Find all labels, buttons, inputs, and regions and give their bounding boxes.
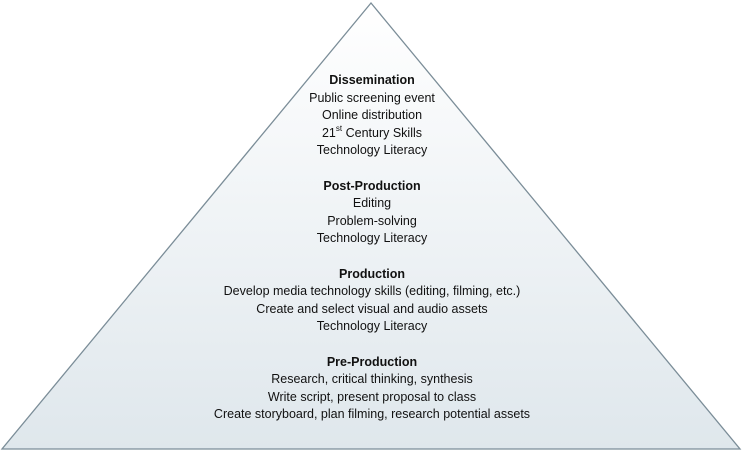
pyramid-text-block: Dissemination Public screening event Onl… bbox=[0, 72, 744, 424]
section-line: Editing bbox=[352, 196, 392, 211]
section-pre-production: Pre-Production Research, critical thinki… bbox=[0, 354, 744, 424]
section-line: Develop media technology skills (editing… bbox=[223, 284, 521, 299]
section-title: Pre-Production bbox=[326, 354, 418, 369]
skills-suffix: Century Skills bbox=[342, 125, 423, 140]
section-title: Production bbox=[339, 266, 405, 281]
section-line: Write script, present proposal to class bbox=[267, 389, 477, 404]
section-line: Technology Literacy bbox=[316, 143, 428, 158]
section-line: Research, critical thinking, synthesis bbox=[271, 372, 473, 387]
section-dissemination: Dissemination Public screening event Onl… bbox=[0, 72, 744, 160]
section-line: Create storyboard, plan filming, researc… bbox=[213, 407, 531, 422]
section-line: Online distribution bbox=[321, 108, 423, 123]
skills-superscript: st bbox=[335, 123, 343, 133]
section-line: Public screening event bbox=[309, 90, 435, 105]
section-title: Dissemination bbox=[329, 73, 415, 87]
section-line: Technology Literacy bbox=[316, 319, 428, 334]
section-title: Post-Production bbox=[323, 178, 421, 193]
section-line: Create and select visual and audio asset… bbox=[256, 301, 488, 316]
section-line: Problem-solving bbox=[327, 213, 417, 228]
section-post-production: Post-Production Editing Problem-solving … bbox=[0, 178, 744, 248]
section-line-21st-century-skills: 21st Century Skills bbox=[0, 123, 744, 143]
section-production: Production Develop media technology skil… bbox=[0, 266, 744, 336]
section-line: Technology Literacy bbox=[316, 231, 428, 246]
skills-prefix: 21 bbox=[321, 125, 336, 140]
